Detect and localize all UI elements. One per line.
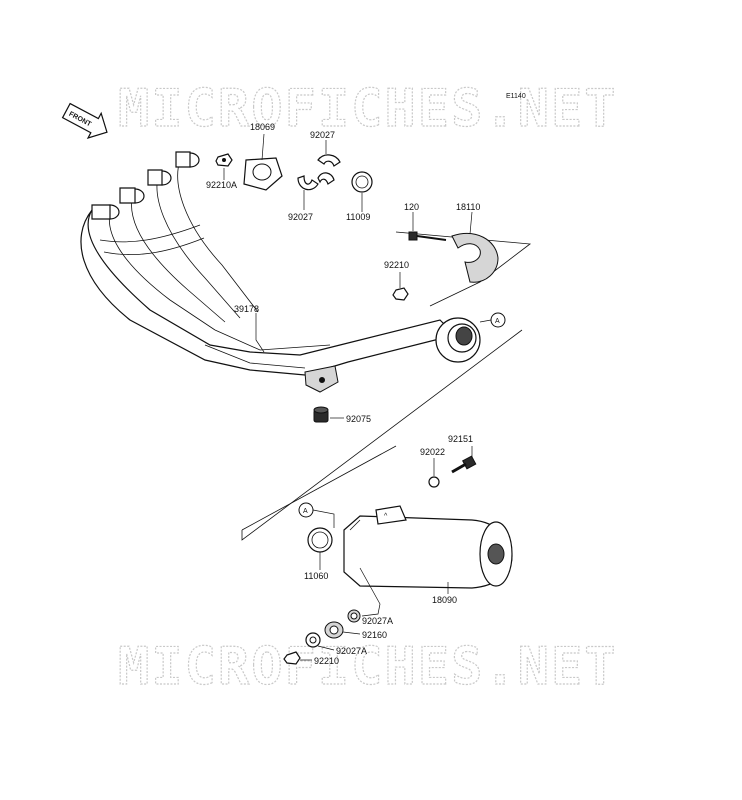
exhaust-header-pipes: [80, 151, 481, 393]
guide-line-lower-1: [241, 329, 523, 541]
callout-18069: 18069: [250, 122, 275, 132]
callout-11060: 11060: [304, 571, 328, 581]
muffler-bracket-mark: ^: [384, 513, 388, 520]
split-collar-upper: [317, 154, 341, 167]
callout-92151: 92151: [448, 434, 473, 444]
bolt-92151: [451, 455, 477, 474]
callout-92210-top: 92210: [384, 260, 409, 270]
washer-92022: [428, 476, 440, 488]
leader-ref-upper: [479, 319, 492, 323]
split-collar-mid: [317, 172, 335, 185]
callout-92022: 92022: [420, 447, 445, 457]
ref-marker-lower-label: A: [303, 508, 308, 515]
exhaust-gasket-flange: [243, 157, 283, 191]
diagram-code: E1140: [506, 93, 526, 100]
collar-92027A-lower: [305, 632, 321, 648]
split-collar-lower: [297, 175, 319, 191]
guide-line-upper: [395, 231, 532, 283]
callout-11009: 11009: [346, 212, 370, 222]
callout-92027A-2: 92027A: [336, 646, 367, 656]
callout-92027-left: 92027: [288, 212, 313, 222]
callout-18090: 18090: [432, 595, 457, 605]
callout-120: 120: [404, 202, 419, 212]
leader-ref-lower: [312, 509, 335, 528]
guide-line-lower-2: [241, 445, 397, 531]
heat-shield: [451, 232, 499, 283]
muffler: ^: [343, 505, 513, 589]
callout-18110: 18110: [456, 202, 480, 212]
callout-92075: 92075: [346, 414, 371, 424]
bolt-120: [408, 231, 447, 241]
leader-lines: [223, 133, 473, 661]
nut-92210-upper: [392, 287, 409, 301]
callout-39178: 39178: [234, 304, 259, 314]
front-arrow-icon: FRONT: [61, 102, 108, 139]
ref-marker-upper-label: A: [495, 318, 500, 325]
callout-92027A-1: 92027A: [362, 616, 393, 626]
nut-92210-lower: [283, 651, 301, 665]
callout-92210-bottom: 92210: [314, 656, 339, 666]
nut-92210A: [215, 153, 233, 167]
callout-92160: 92160: [362, 630, 387, 640]
watermark-bottom: MICROFICHES.NET: [118, 637, 618, 697]
watermark-top: MICROFICHES.NET: [118, 79, 618, 139]
callout-92210A: 92210A: [206, 180, 237, 190]
guide-line-upper-2: [429, 281, 481, 307]
callout-92027-top: 92027: [310, 130, 335, 140]
rubber-damper-92075: [313, 406, 329, 423]
rubber-92160: [324, 621, 344, 639]
